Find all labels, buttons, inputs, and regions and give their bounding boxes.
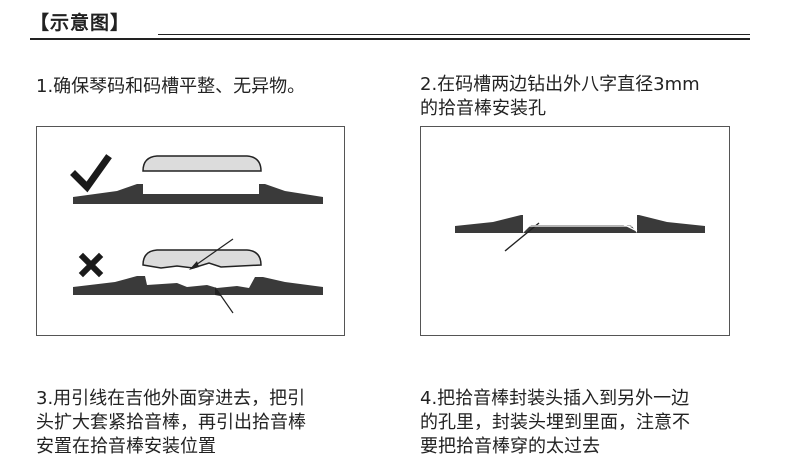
slot-floor [523,225,637,233]
panel-step-2 [420,126,730,336]
step-4-text: 4.把拾音棒封装头插入到另外一边 的孔里，封装头埋到里面，注意不 要把拾音棒穿的… [420,388,690,457]
header-title: 【示意图】 [30,12,131,34]
section-header: 【示意图】 [30,6,750,40]
bridge-right-wing [637,215,705,233]
header-rule-top [158,34,750,35]
panel-step-1 [36,126,345,336]
panel-1-illustration [70,154,323,314]
cross-icon [78,252,104,278]
bridge-body-uneven [73,276,323,295]
bridge-left-wing [455,215,523,233]
arrow-saddle-defect [192,238,234,268]
saddle-flat [142,155,262,172]
drill-hole-left [504,222,540,252]
drill-hole-right [620,222,638,232]
step-1-text: 1.确保琴码和码槽平整、无异物。 [36,76,306,97]
header-rule-bottom [30,38,750,40]
bridge-body-flat [73,184,323,204]
panel-2-illustration [455,215,705,252]
step-3-text: 3.用引线在吉他外面穿进去，把引 头扩大套紧拾音棒，再引出拾音棒 安置在拾音棒安… [36,388,306,457]
step-2-text: 2.在码槽两边钻出外八字直径3mm 的拾音棒安装孔 [420,74,700,119]
check-icon [70,154,112,193]
saddle-uneven [142,249,262,269]
arrow-slot-defect [216,289,234,314]
